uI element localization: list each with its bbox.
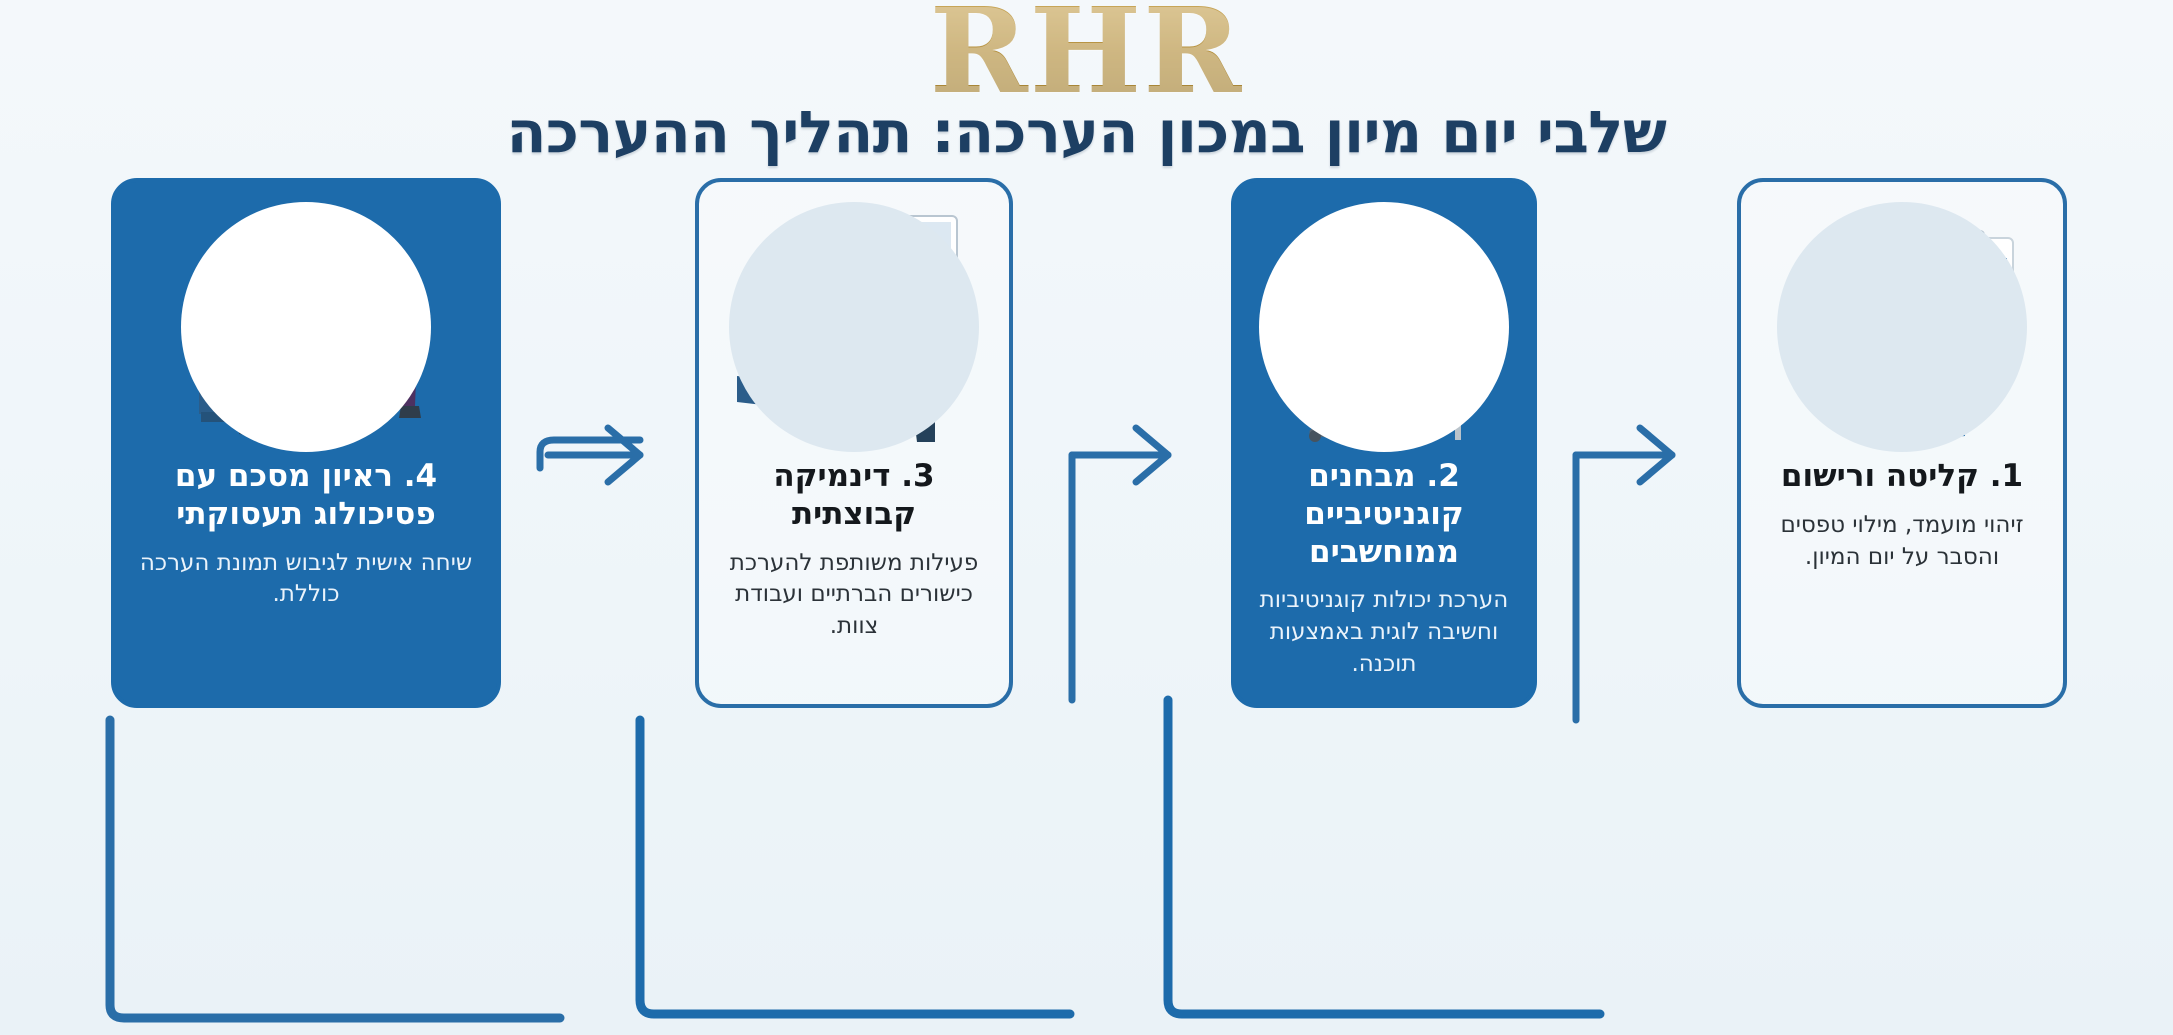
step-card-4[interactable]: 4. ראיון מסכם עם פסיכולוג תעסוקתי שיחה א…	[111, 178, 501, 708]
step-body-1: זיהוי מועמד, מילוי טפסים והסבר על יום המ…	[1780, 511, 2024, 570]
step-card-2[interactable]: 2. מבחנים קוגניטיביים ממוחשבים הערכת יכו…	[1231, 178, 1537, 708]
steps-container: 1. קליטה ורישום זיהוי מועמד, מילוי טפסים…	[0, 178, 2173, 738]
step-body-3: פעילות משותפת להערכת כישורים הברתיים ועב…	[729, 549, 979, 640]
step-heading-2: 2. מבחנים קוגניטיביים ממוחשבים	[1304, 458, 1464, 570]
group-discussion-illustration	[729, 202, 979, 452]
rhr-logo: RHR	[930, 0, 1244, 116]
step-card-1[interactable]: 1. קליטה ורישום זיהוי מועמד, מילוי טפסים…	[1737, 178, 2067, 708]
step-heading-3: 3. דינמיקה קבוצתית	[773, 458, 935, 532]
reception-desk-illustration	[1777, 202, 2027, 452]
step-heading-1: 1. קליטה ורישום	[1780, 458, 2024, 494]
step-body-4: שיחה אישית לגיבוש תמונת הערכה כוללת.	[139, 549, 473, 608]
computer-testing-illustration	[1259, 202, 1509, 452]
page-title: שלבי יום מיון במכון הערכה: תהליך ההערכה	[506, 98, 1667, 166]
step-body-2: הערכת יכולות קוגניטיביות וחשיבה לוגית בא…	[1259, 587, 1509, 677]
step-heading-4: 4. ראיון מסכם עם פסיכולוג תעסוקתי	[174, 458, 438, 532]
step-card-3[interactable]: 3. דינמיקה קבוצתית פעילות משותפת להערכת …	[695, 178, 1013, 708]
interview-illustration	[181, 202, 431, 452]
